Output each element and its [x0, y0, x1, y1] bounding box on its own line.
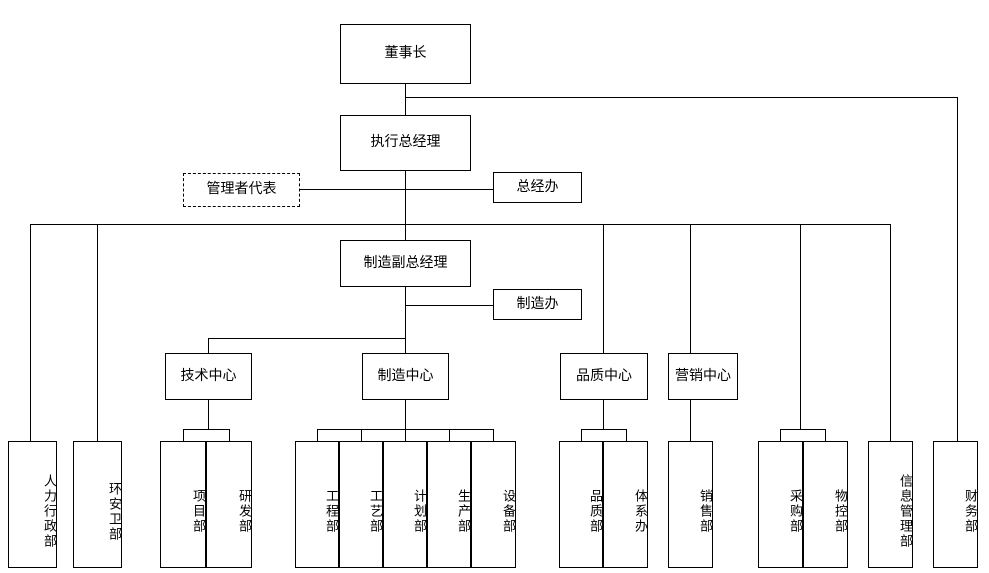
- node-mgmt-rep[interactable]: 管理者代表: [183, 173, 300, 207]
- connector-mfgcenter-stem: [405, 400, 406, 429]
- connector-quality-fan-left: [581, 429, 582, 441]
- connector-quality-stem: [603, 400, 604, 429]
- node-sales-dept[interactable]: 销售部: [668, 441, 713, 568]
- connector-mfg-fan-1: [317, 429, 318, 441]
- node-material-ctrl[interactable]: 物控部: [803, 441, 848, 568]
- connector-techcenter-stem: [208, 400, 209, 429]
- node-equipment-dept[interactable]: 设备部: [471, 441, 516, 568]
- connector-division-bus: [30, 224, 890, 225]
- connector-quality-fan-right: [626, 429, 627, 441]
- connector-mfgoffice-to-trunk: [405, 305, 493, 306]
- node-chairman[interactable]: 董事长: [340, 24, 471, 84]
- connector-purch-fan-bus: [780, 429, 825, 430]
- connector-gmoffice-to-trunk: [405, 189, 493, 190]
- node-mfg-vp[interactable]: 制造副总经理: [340, 240, 471, 287]
- connector-chairman-to-exec: [405, 84, 406, 115]
- node-gm-office[interactable]: 总经办: [493, 172, 582, 203]
- node-info-mgmt[interactable]: 信息管理部: [868, 441, 913, 568]
- node-finance[interactable]: 财务部: [933, 441, 978, 568]
- connector-mgmtrep-to-trunk: [300, 189, 405, 190]
- connector-bus-drop-purchasing: [800, 224, 801, 429]
- connector-purch-fan-left: [780, 429, 781, 441]
- connector-mfg-fan-2: [361, 429, 362, 441]
- connector-bus-drop-hr: [30, 224, 31, 441]
- connector-mfg-fan-3: [405, 429, 406, 441]
- node-production-dept[interactable]: 生产部: [427, 441, 471, 568]
- connector-exec-to-mfgvp: [405, 171, 406, 240]
- connector-center-bus: [208, 338, 405, 339]
- connector-mfgcenter-drop: [405, 338, 406, 353]
- node-system-office[interactable]: 体系办: [603, 441, 648, 568]
- node-hr-admin[interactable]: 人力行政部: [8, 441, 57, 568]
- connector-bus-drop-sales-center: [690, 224, 691, 353]
- node-ehs[interactable]: 环安卫部: [73, 441, 122, 568]
- connector-mfg-fan-5: [493, 429, 494, 441]
- node-mfg-office[interactable]: 制造办: [493, 289, 582, 320]
- connector-quality-fan-bus: [581, 429, 626, 430]
- node-planning-dept[interactable]: 计划部: [383, 441, 427, 568]
- connector-tech-fan-bus: [183, 429, 229, 430]
- connector-chairman-right-branch: [405, 97, 957, 98]
- connector-sales-stem: [690, 400, 691, 441]
- connector-tech-fan-right: [229, 429, 230, 441]
- node-sales-center[interactable]: 营销中心: [668, 353, 738, 400]
- connector-bus-drop-quality: [603, 224, 604, 353]
- connector-bus-drop-info: [890, 224, 891, 441]
- connector-tech-fan-left: [183, 429, 184, 441]
- node-tech-center[interactable]: 技术中心: [165, 353, 252, 400]
- connector-bus-drop-ehs: [97, 224, 98, 441]
- node-engineering[interactable]: 工程部: [295, 441, 339, 568]
- node-exec-gm[interactable]: 执行总经理: [340, 115, 471, 171]
- node-quality-dept[interactable]: 品质部: [559, 441, 603, 568]
- connector-mfgvp-down: [405, 287, 406, 353]
- node-rd-dept[interactable]: 研发部: [206, 441, 252, 568]
- connector-techcenter-drop: [208, 338, 209, 353]
- connector-purch-fan-right: [825, 429, 826, 441]
- node-project-dept[interactable]: 项目部: [160, 441, 206, 568]
- node-quality-center[interactable]: 品质中心: [560, 353, 648, 400]
- connector-finance-trunk: [957, 97, 958, 441]
- node-process-dept[interactable]: 工艺部: [339, 441, 383, 568]
- node-mfg-center[interactable]: 制造中心: [362, 353, 449, 400]
- connector-mfg-fan-4: [449, 429, 450, 441]
- node-purchasing[interactable]: 采购部: [758, 441, 803, 568]
